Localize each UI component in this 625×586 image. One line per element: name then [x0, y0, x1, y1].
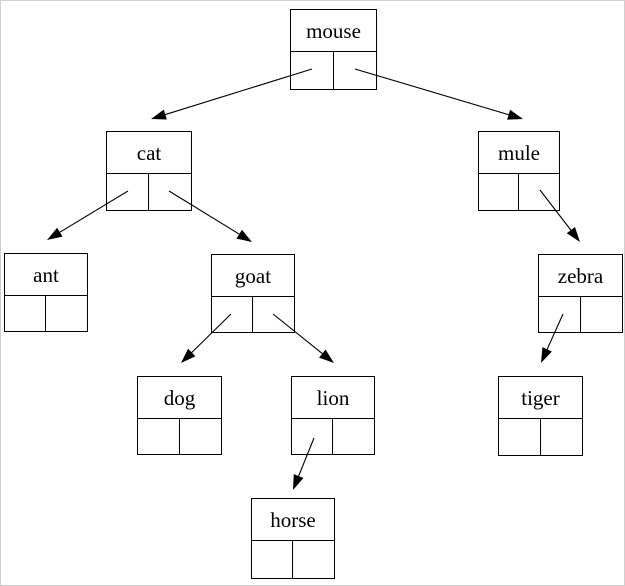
tree-node-goat: goat [211, 254, 295, 333]
node-right-pointer-goat [253, 297, 294, 332]
node-pointers-cat [107, 174, 191, 210]
node-pointers-ant [5, 296, 87, 331]
node-left-pointer-mule [479, 174, 519, 210]
edge-arrowhead [541, 347, 552, 363]
node-right-pointer-lion [333, 419, 374, 454]
node-left-pointer-lion [292, 419, 333, 454]
node-left-pointer-ant [5, 296, 46, 331]
node-right-pointer-zebra [581, 297, 623, 332]
node-label-tiger: tiger [499, 377, 582, 419]
node-left-pointer-goat [212, 297, 253, 332]
node-pointers-lion [292, 419, 374, 454]
node-right-pointer-dog [180, 419, 222, 454]
tree-node-zebra: zebra [538, 254, 623, 333]
node-label-zebra: zebra [539, 255, 622, 297]
tree-node-tiger: tiger [498, 376, 583, 456]
node-label-mule: mule [479, 132, 559, 174]
tree-node-dog: dog [137, 376, 222, 455]
node-pointers-zebra [539, 297, 622, 332]
node-left-pointer-horse [252, 541, 293, 578]
node-label-horse: horse [252, 499, 334, 541]
tree-node-cat: cat [106, 131, 192, 211]
node-label-lion: lion [292, 377, 374, 419]
node-pointers-mouse [291, 52, 376, 89]
edge-arrowhead [236, 229, 252, 242]
edge-arrowhead [507, 109, 523, 120]
node-pointers-dog [138, 419, 221, 454]
node-label-mouse: mouse [291, 10, 376, 52]
node-pointers-tiger [499, 419, 582, 455]
node-label-cat: cat [107, 132, 191, 174]
node-right-pointer-ant [46, 296, 87, 331]
tree-edge-mouse-to-cat [151, 68, 313, 120]
node-right-pointer-tiger [541, 419, 583, 455]
tree-edge-mouse-to-mule [354, 68, 523, 120]
node-right-pointer-mule [519, 174, 559, 210]
edge-arrowhead [293, 474, 304, 490]
node-left-pointer-dog [138, 419, 180, 454]
node-pointers-goat [212, 297, 294, 332]
tree-node-horse: horse [251, 498, 335, 579]
node-label-dog: dog [138, 377, 221, 419]
edge-arrowhead [319, 349, 334, 363]
tree-node-ant: ant [4, 253, 88, 332]
node-pointers-horse [252, 541, 334, 578]
tree-node-lion: lion [291, 376, 375, 455]
node-left-pointer-mouse [291, 52, 334, 89]
node-right-pointer-horse [293, 541, 334, 578]
edge-arrowhead [566, 226, 580, 242]
node-left-pointer-zebra [539, 297, 581, 332]
edge-arrowhead [181, 348, 196, 363]
node-right-pointer-mouse [334, 52, 377, 89]
edge-arrowhead [151, 109, 167, 120]
node-label-ant: ant [5, 254, 87, 296]
node-pointers-mule [479, 174, 559, 210]
node-right-pointer-cat [149, 174, 191, 210]
node-label-goat: goat [212, 255, 294, 297]
tree-node-mule: mule [478, 131, 560, 211]
edge-line [354, 68, 512, 117]
tree-node-mouse: mouse [290, 9, 377, 90]
edge-arrowhead [47, 227, 63, 240]
node-left-pointer-cat [107, 174, 149, 210]
node-left-pointer-tiger [499, 419, 541, 455]
